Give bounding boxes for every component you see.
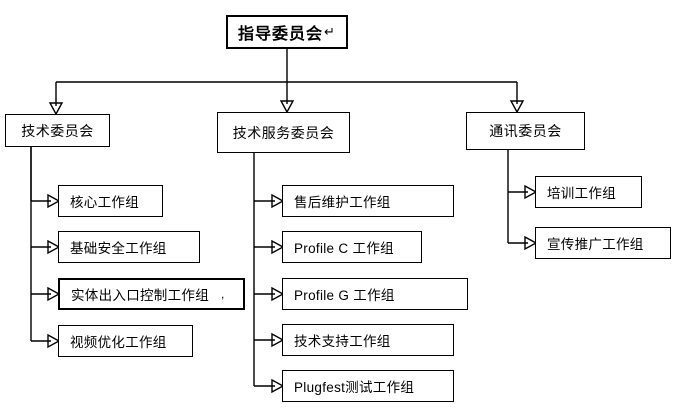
node-group-video-optimization[interactable]: 视频优化工作组 [58, 325, 193, 357]
node-group-profile-c-label: Profile C 工作组 [294, 241, 394, 256]
node-group-promotion[interactable]: 宣传推广工作组 [535, 227, 671, 259]
node-group-profile-g[interactable]: Profile G 工作组 [282, 278, 468, 310]
node-group-technical-support[interactable]: 技术支持工作组 [282, 324, 454, 356]
arrowhead-tech-service [279, 100, 295, 114]
node-group-plugfest-testing-label: Plugfest测试工作组 [294, 380, 415, 395]
node-committee-tech-service[interactable]: 技术服务委员会 [217, 112, 350, 153]
node-group-physical-access-control[interactable]: 实体出入口控制工作组, [58, 278, 245, 310]
node-group-video-optimization-label: 视频优化工作组 [70, 335, 167, 350]
paragraph-mark-icon: ↵ [324, 24, 336, 39]
arrowhead-tech [48, 102, 64, 116]
trailing-mark-icon: , [221, 287, 225, 301]
node-committee-communication-label: 通讯委员会 [489, 123, 562, 139]
node-group-plugfest-testing[interactable]: Plugfest测试工作组 [282, 370, 454, 402]
node-committee-tech-label: 技术委员会 [21, 122, 94, 139]
node-group-core-label: 核心工作组 [70, 195, 139, 210]
node-group-after-sales-maintenance-label: 售后维护工作组 [294, 195, 391, 210]
node-group-after-sales-maintenance[interactable]: 售后维护工作组 [282, 185, 454, 217]
node-group-profile-g-label: Profile G 工作组 [294, 288, 395, 303]
arrowhead-communication [509, 100, 525, 114]
node-group-technical-support-label: 技术支持工作组 [294, 334, 391, 349]
node-group-physical-access-control-label: 实体出入口控制工作组 [71, 288, 209, 303]
node-group-basic-security[interactable]: 基础安全工作组 [58, 231, 200, 263]
node-committee-tech-service-label: 技术服务委员会 [232, 124, 335, 141]
node-root[interactable]: 指导委员会↵ [226, 15, 348, 49]
node-group-promotion-label: 宣传推广工作组 [547, 237, 644, 252]
node-group-training[interactable]: 培训工作组 [535, 176, 642, 208]
node-group-training-label: 培训工作组 [547, 186, 616, 201]
node-committee-communication[interactable]: 通讯委员会 [466, 112, 585, 150]
node-group-core[interactable]: 核心工作组 [58, 185, 163, 217]
node-group-basic-security-label: 基础安全工作组 [70, 241, 167, 256]
node-root-label: 指导委员会 [238, 26, 324, 43]
node-group-profile-c[interactable]: Profile C 工作组 [282, 231, 422, 263]
node-committee-tech[interactable]: 技术委员会 [5, 114, 110, 147]
